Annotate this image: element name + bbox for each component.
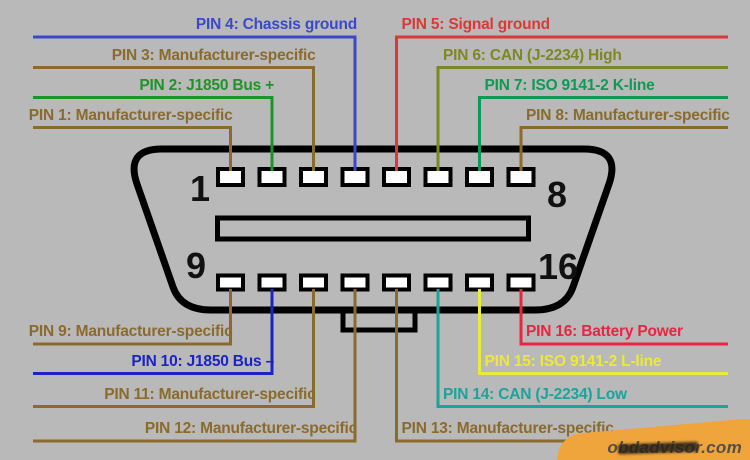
pin-leader-line-3 [33, 66, 315, 171]
pin-contact [299, 273, 328, 292]
corner-number-8: 8 [547, 174, 567, 215]
pin-leader-line-15 [478, 289, 728, 375]
pin-leader-line-16 [519, 289, 728, 346]
pin-contact [299, 167, 328, 187]
corner-number-1: 1 [190, 168, 210, 209]
pin-contact [506, 167, 536, 187]
pin-contact [382, 167, 411, 187]
pin-leader-line-8 [519, 126, 728, 171]
pin-leader-line-2 [33, 96, 274, 171]
pin-contact [423, 167, 453, 187]
pin-leader-line-10 [33, 289, 274, 375]
center-slot [215, 215, 531, 242]
watermark: obdadvisor.com [555, 416, 750, 460]
pin-leader-line-5 [395, 35, 728, 171]
pin-leader-line-1 [33, 126, 232, 171]
pin-contact [506, 273, 536, 292]
pin-contact [257, 273, 287, 292]
pin-contact [257, 167, 287, 187]
pin-contact [340, 273, 370, 292]
pin-leader-line-6 [436, 66, 728, 171]
pin-contacts [216, 167, 536, 292]
bottom-notch [340, 309, 418, 333]
pin-leader-line-9 [33, 289, 232, 346]
pin-leader-line-14 [436, 289, 728, 408]
pin-contact [423, 273, 453, 292]
pin-leader-line-7 [478, 96, 728, 171]
corner-number-9: 9 [186, 245, 206, 286]
pin-contact [216, 167, 245, 187]
pin-contact [465, 273, 494, 292]
pin-leader-line-11 [33, 289, 315, 408]
pin-contact [216, 273, 245, 292]
pin-contact [382, 273, 411, 292]
connector-outline [130, 145, 616, 314]
pin-leader-line-4 [33, 35, 357, 171]
pin-contact [465, 167, 494, 187]
leader-lines [33, 35, 728, 443]
pin-leader-line-12 [33, 289, 357, 443]
pin-contact [340, 167, 370, 187]
corner-number-16: 16 [538, 246, 578, 287]
